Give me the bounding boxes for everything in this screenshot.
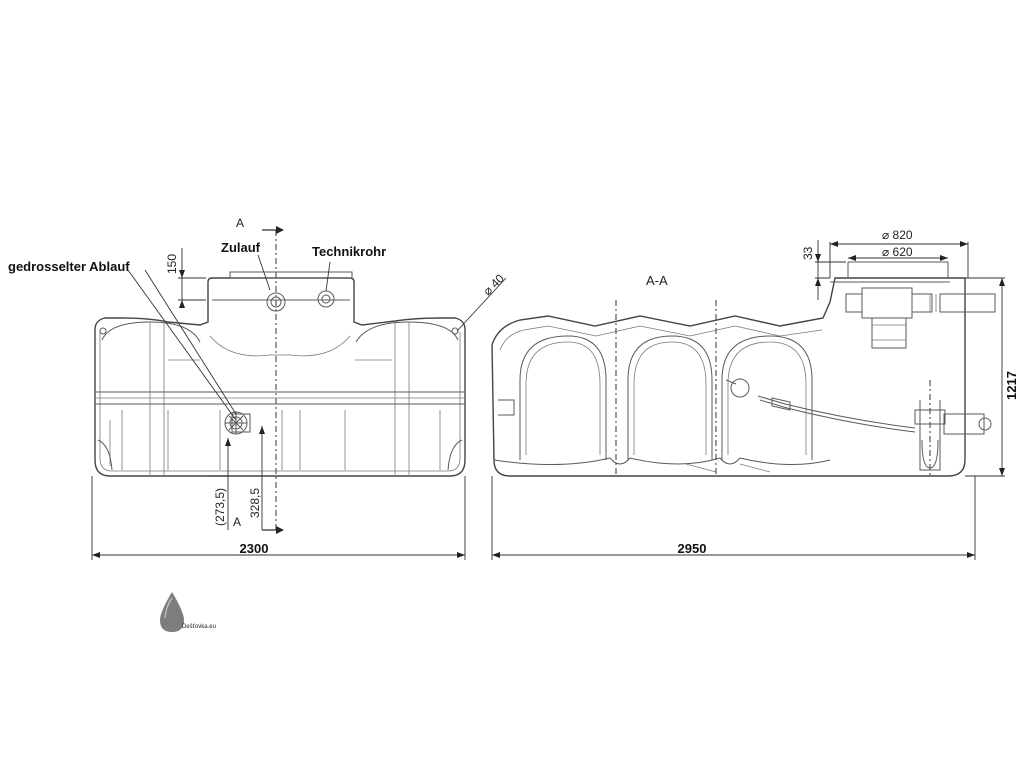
- label-gedrosselter-ablauf: gedrosselter Ablauf: [8, 259, 130, 274]
- dim-273-5: (273,5): [213, 488, 227, 526]
- dim-1217: 1217: [1004, 371, 1019, 400]
- logo-text: Dešťovka.eu: [182, 624, 216, 630]
- label-zulauf: Zulauf: [221, 240, 261, 255]
- dim-diameter-820: ⌀ 820: [882, 228, 913, 242]
- section-view-label: A-A: [646, 273, 668, 288]
- section-marker-a-top: A: [236, 216, 244, 230]
- dim-diameter-620: ⌀ 620: [882, 245, 913, 259]
- dim-diameter-40: ⌀ 40: [480, 271, 507, 298]
- logo: Dešťovka.eu: [160, 592, 216, 632]
- left-tank-view: [91, 226, 507, 560]
- dim-150: 150: [165, 254, 179, 274]
- dim-33: 33: [801, 246, 815, 260]
- dim-2300: 2300: [240, 541, 269, 556]
- section-marker-a-bottom: A: [233, 515, 241, 529]
- label-technikrohr: Technikrohr: [312, 244, 386, 259]
- water-drop-icon: [160, 592, 184, 632]
- dim-328-5: 328,5: [248, 488, 262, 518]
- right-tank-view: [491, 240, 1005, 560]
- dim-2950: 2950: [678, 541, 707, 556]
